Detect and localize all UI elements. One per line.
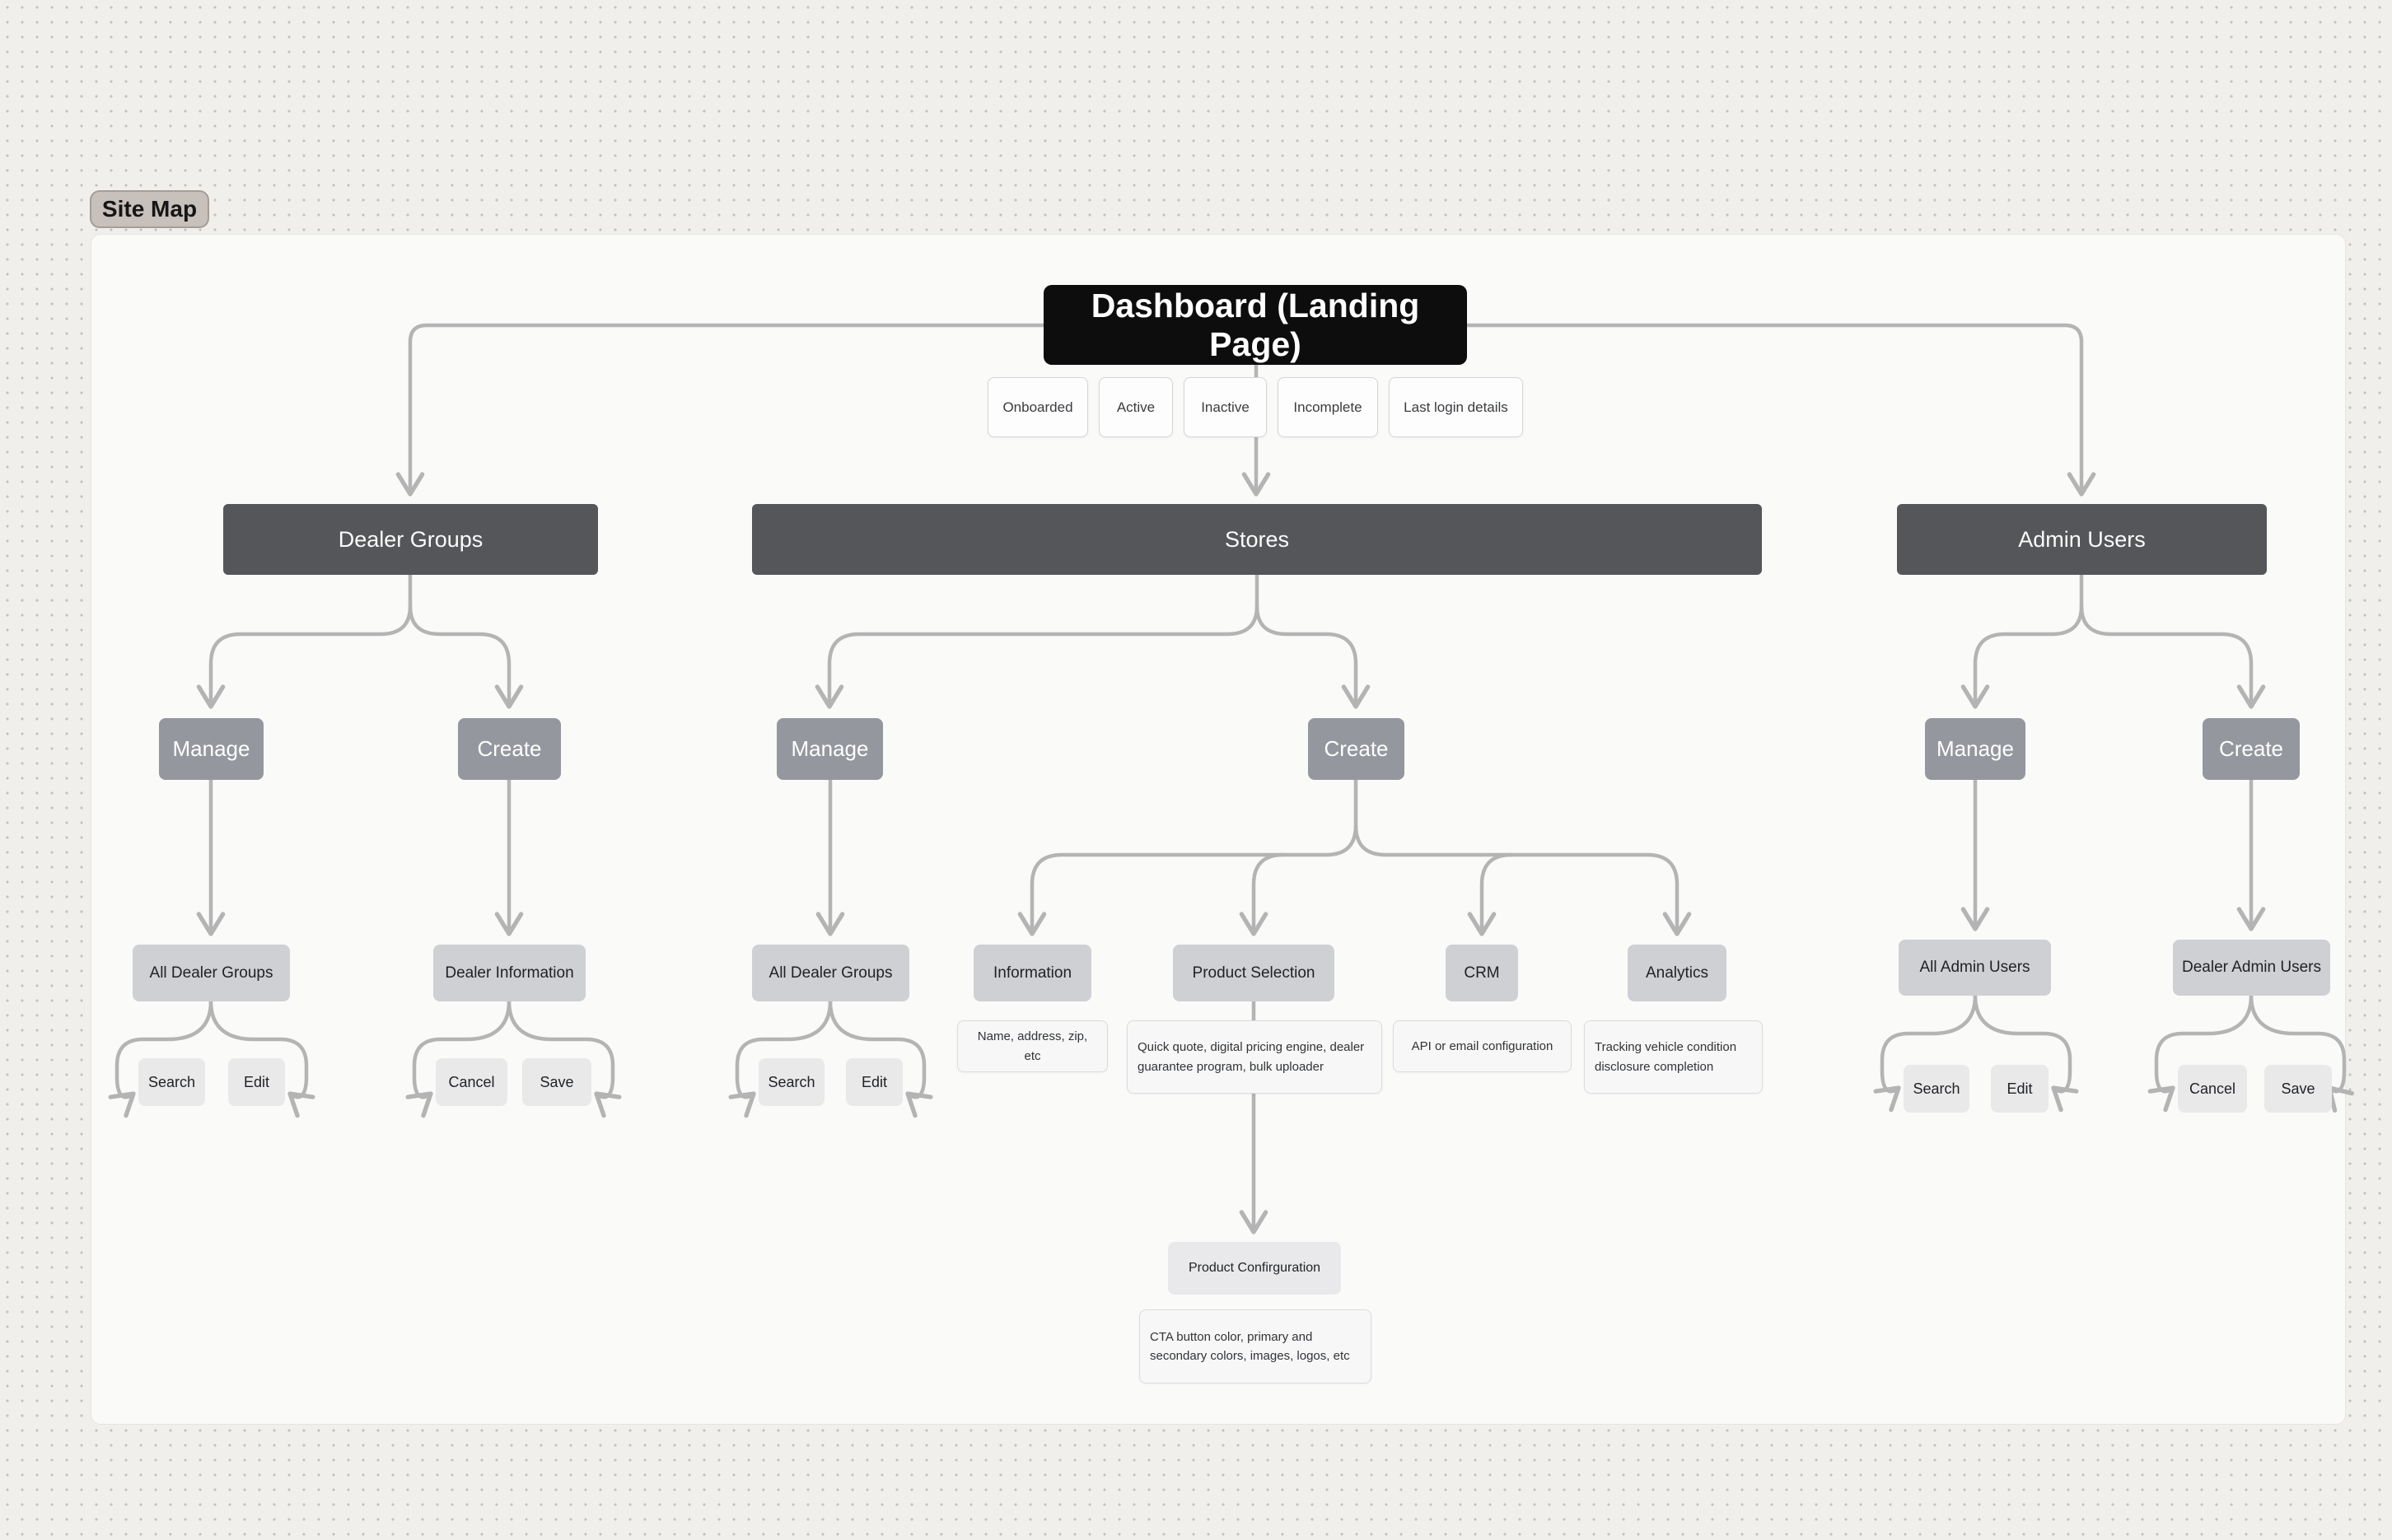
chip-inactive[interactable]: Inactive — [1184, 377, 1267, 437]
node-stores-manage[interactable]: Manage — [777, 718, 883, 780]
note-product-configuration[interactable]: CTA button color, primary and secondary … — [1139, 1309, 1371, 1384]
node-analytics[interactable]: Analytics — [1628, 945, 1726, 1001]
stores-edit-button[interactable]: Edit — [846, 1058, 903, 1106]
dealer-groups-edit-button[interactable]: Edit — [228, 1058, 285, 1106]
note-product-selection[interactable]: Quick quote, digital pricing engine, dea… — [1127, 1020, 1382, 1094]
section-title-pill[interactable]: Site Map — [90, 190, 209, 228]
admin-users-edit-button[interactable]: Edit — [1991, 1065, 2049, 1113]
node-admin-users[interactable]: Admin Users — [1897, 504, 2267, 575]
chip-onboarded[interactable]: Onboarded — [988, 377, 1088, 437]
node-product-selection[interactable]: Product Selection — [1173, 945, 1334, 1001]
dealer-groups-cancel-button[interactable]: Cancel — [436, 1058, 507, 1106]
note-analytics[interactable]: Tracking vehicle condition disclosure co… — [1584, 1020, 1763, 1094]
dealer-groups-search-button[interactable]: Search — [138, 1058, 205, 1106]
note-crm[interactable]: API or email configuration — [1393, 1020, 1572, 1072]
chip-active[interactable]: Active — [1099, 377, 1173, 437]
node-information[interactable]: Information — [974, 945, 1091, 1001]
node-dealer-groups-create[interactable]: Create — [458, 718, 561, 780]
admin-users-search-button[interactable]: Search — [1904, 1065, 1969, 1113]
admin-users-save-button[interactable]: Save — [2264, 1065, 2332, 1113]
node-dashboard-root[interactable]: Dashboard (Landing Page) — [1044, 285, 1467, 365]
node-admin-users-create[interactable]: Create — [2203, 718, 2300, 780]
chip-incomplete[interactable]: Incomplete — [1278, 377, 1378, 437]
node-dealer-information[interactable]: Dealer Information — [433, 945, 586, 1001]
note-information[interactable]: Name, address, zip, etc — [957, 1020, 1108, 1072]
node-dealer-groups[interactable]: Dealer Groups — [223, 504, 598, 575]
node-dealer-admin-users[interactable]: Dealer Admin Users — [2173, 940, 2330, 996]
dealer-groups-save-button[interactable]: Save — [522, 1058, 591, 1106]
node-all-admin-users[interactable]: All Admin Users — [1899, 940, 2051, 996]
node-all-dealer-groups[interactable]: All Dealer Groups — [133, 945, 290, 1001]
stores-search-button[interactable]: Search — [759, 1058, 825, 1106]
node-crm[interactable]: CRM — [1446, 945, 1518, 1001]
chip-last-login-details[interactable]: Last login details — [1389, 377, 1523, 437]
node-stores[interactable]: Stores — [752, 504, 1762, 575]
node-stores-all-dealer-groups[interactable]: All Dealer Groups — [752, 945, 909, 1001]
node-product-configuration[interactable]: Product Confirguration — [1168, 1242, 1341, 1295]
node-stores-create[interactable]: Create — [1308, 718, 1404, 780]
admin-users-cancel-button[interactable]: Cancel — [2178, 1065, 2247, 1113]
node-dealer-groups-manage[interactable]: Manage — [159, 718, 264, 780]
node-admin-users-manage[interactable]: Manage — [1925, 718, 2025, 780]
